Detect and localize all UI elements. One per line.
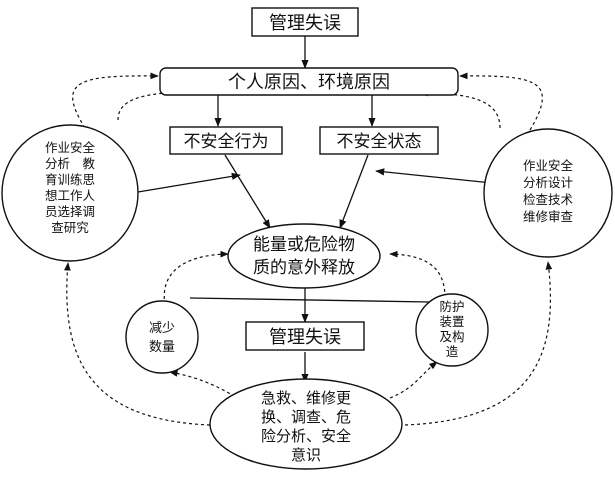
right-measures-line-4: 维修审查 bbox=[523, 209, 574, 224]
dash-actions-to-protect bbox=[389, 361, 438, 399]
arrow-right-circle-to-state bbox=[375, 168, 493, 184]
dash-protect-to-release bbox=[389, 250, 446, 299]
unsafe-state-box: 不安全状态 bbox=[319, 126, 439, 155]
unsafe-act-label: 不安全行为 bbox=[184, 132, 269, 152]
bottom-actions-line-1: 急救、维修更 bbox=[261, 389, 351, 407]
reduce-quantity-line-2: 数量 bbox=[149, 340, 175, 355]
protection-circle: 防护 装置 及构 造 bbox=[415, 293, 489, 367]
top-mgmt-error-label: 管理失误 bbox=[269, 13, 341, 34]
energy-release-line-1: 能量或危险物 bbox=[253, 235, 355, 255]
reduce-quantity-circle: 减少 数量 bbox=[125, 300, 199, 374]
left-measures-line-6: 查研究 bbox=[51, 220, 89, 235]
arrow-left-circle-to-act bbox=[137, 172, 241, 193]
solid-connectors bbox=[137, 36, 493, 383]
dash-actions-to-reduce bbox=[169, 370, 241, 401]
left-measures-circle: 作业安全 分析 教 育训练思 想工作人 员选择调 查研究 bbox=[1, 124, 139, 262]
right-measures-line-2: 分析设计 bbox=[523, 175, 573, 190]
dash-reduce-to-release bbox=[163, 250, 229, 306]
dash-actions-to-right bbox=[404, 261, 553, 426]
bottom-actions-ellipse: 急救、维修更 换、调查、危 险分析、安全 意识 bbox=[209, 378, 403, 470]
left-measures-line-3: 育训练思 bbox=[45, 172, 95, 187]
arrow-unsafe-state-to-release bbox=[339, 154, 369, 229]
dash-left-to-causes-1 bbox=[72, 72, 159, 129]
arrow-unsafe-act-to-release bbox=[224, 154, 271, 229]
protection-line-1: 防护 bbox=[439, 299, 464, 314]
bottom-actions-line-4: 意识 bbox=[291, 446, 321, 464]
top-mgmt-error-box: 管理失误 bbox=[251, 7, 359, 37]
mid-mgmt-error-label: 管理失误 bbox=[269, 327, 341, 348]
dash-right-to-causes-1 bbox=[459, 72, 543, 131]
personal-env-causes-box: 个人原因、环境原因 bbox=[159, 67, 459, 96]
energy-release-line-2: 质的意外释放 bbox=[253, 258, 355, 278]
right-measures-circle: 作业安全 分析设计 检查技术 维修审查 bbox=[483, 128, 613, 258]
left-measures-line-2: 分析 教 bbox=[45, 156, 96, 171]
right-measures-line-3: 检查技术 bbox=[523, 192, 574, 207]
unsafe-state-label: 不安全状态 bbox=[337, 132, 422, 152]
reduce-quantity-line-1: 减少 bbox=[149, 321, 175, 336]
dash-left-to-causes-2 bbox=[117, 88, 196, 121]
dash-right-to-causes-2 bbox=[419, 89, 501, 129]
bottom-actions-line-3: 险分析、安全 bbox=[261, 427, 351, 445]
line-reduce-to-protect bbox=[189, 297, 431, 303]
energy-release-ellipse: 能量或危险物 质的意外释放 bbox=[227, 223, 381, 289]
protection-line-4: 造 bbox=[446, 344, 459, 359]
left-measures-line-4: 想工作人 bbox=[45, 188, 96, 203]
right-measures-line-1: 作业安全 bbox=[523, 158, 574, 173]
protection-line-3: 及构 bbox=[439, 329, 464, 344]
dash-actions-to-left bbox=[64, 262, 211, 426]
left-measures-line-1: 作业安全 bbox=[45, 140, 96, 155]
personal-env-causes-label: 个人原因、环境原因 bbox=[228, 72, 390, 93]
left-measures-line-5: 员选择调 bbox=[45, 204, 95, 219]
protection-line-2: 装置 bbox=[439, 314, 464, 329]
bottom-actions-line-2: 换、调查、危 bbox=[261, 408, 351, 426]
unsafe-act-box: 不安全行为 bbox=[169, 126, 283, 155]
mid-mgmt-error-box: 管理失误 bbox=[245, 321, 365, 351]
